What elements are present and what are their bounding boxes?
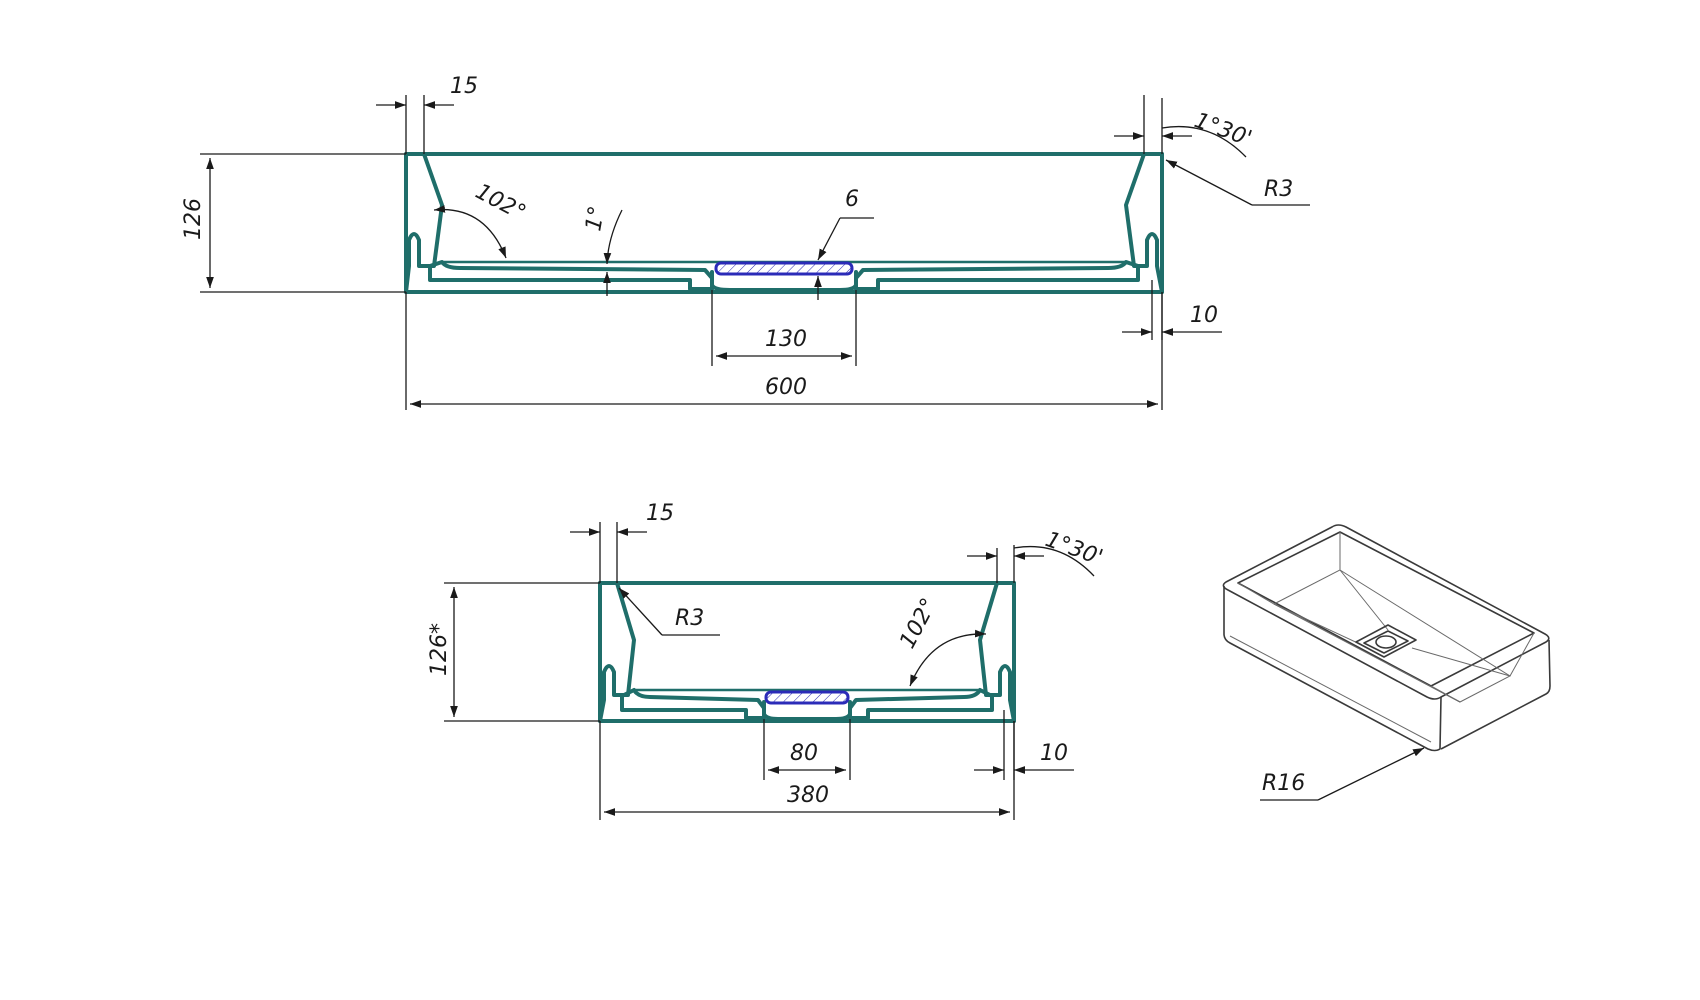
iso-slope-line-4 (1387, 663, 1461, 703)
front-dim-wall-thickness: 15 (376, 74, 478, 154)
front-right-wall-section (1124, 152, 1164, 294)
front-bottom-thickness-label: 6 (845, 187, 859, 212)
side-drain-width-label: 80 (790, 741, 818, 766)
front-draft-angle-label: 1°30' (1191, 108, 1255, 152)
side-corner-radius-label: R3 (675, 606, 704, 631)
iso-view: R16 (1222, 524, 1551, 801)
front-inner-angle-label: 102° (471, 179, 530, 226)
front-dim-corner-radius: R3 (1165, 159, 1310, 206)
iso-slope-line-1 (1273, 603, 1363, 646)
side-dim-total-width: 380 (599, 721, 1015, 820)
side-dim-draft-angle: 1°30' (967, 527, 1106, 583)
side-wall-thickness-label: 15 (646, 501, 674, 526)
side-dim-drain-width: 80 (763, 719, 851, 780)
front-foot-offset-label: 10 (1190, 303, 1218, 328)
iso-inner-back-wall (1237, 532, 1341, 605)
front-dim-height: 126 (181, 153, 406, 293)
side-inner-angle-label: 102° (895, 594, 942, 653)
side-draft-angle-label: 1°30' (1042, 527, 1106, 571)
side-dim-corner-radius: R3 (618, 587, 720, 636)
front-view-body (404, 152, 1164, 294)
side-drain-bowl (762, 700, 852, 721)
iso-dim-corner-radius: R16 (1260, 747, 1425, 801)
side-view: 15 1°30' R3 126* 102° (427, 501, 1106, 820)
front-wall-thickness-label: 15 (450, 74, 478, 99)
front-dim-foot-offset: 10 (1122, 280, 1222, 340)
front-dim-inner-angle: 102° (433, 179, 530, 259)
front-drain-plug (714, 261, 854, 276)
side-height-label: 126* (427, 623, 452, 676)
side-right-wall-section (978, 581, 1016, 723)
front-drain-bowl (710, 270, 858, 292)
iso-corner-radius-label: R16 (1262, 771, 1305, 796)
front-dim-bottom-thickness: 6 (814, 187, 874, 300)
iso-outer-top-rim (1222, 524, 1550, 700)
iso-inner-floor (1273, 569, 1512, 703)
iso-slope-line-2 (1339, 569, 1389, 631)
side-foot-offset-label: 10 (1040, 741, 1068, 766)
side-total-width-label: 380 (787, 783, 829, 808)
front-view: 15 1°30' R3 126 102° (181, 74, 1310, 410)
iso-right-face (1440, 639, 1551, 750)
side-drain-plug (764, 690, 850, 705)
iso-front-face (1223, 586, 1442, 752)
iso-slope-line-3 (1411, 647, 1511, 677)
front-corner-radius-label: R3 (1264, 177, 1293, 202)
iso-inner-right-edge (1509, 632, 1535, 677)
front-drain-width-label: 130 (765, 327, 807, 352)
front-bottom-slab-left (428, 260, 714, 291)
side-dim-wall-thickness: 15 (570, 501, 674, 583)
front-dim-bottom-slope: 1° (581, 204, 623, 296)
iso-drain (1355, 624, 1417, 658)
side-view-body (598, 581, 1016, 723)
side-bottom-slab-left (620, 688, 766, 720)
side-dim-height: 126* (427, 582, 600, 722)
front-bottom-slope-label: 1° (581, 204, 610, 233)
side-left-wall-section (598, 581, 636, 723)
side-bottom-slab-right (848, 688, 994, 720)
iso-front-edge (1229, 635, 1432, 743)
front-total-width-label: 600 (765, 375, 807, 400)
front-height-label: 126 (181, 198, 206, 240)
front-dim-drain-width: 130 (711, 290, 857, 366)
front-bottom-slab-right (854, 260, 1140, 291)
side-dim-inner-angle: 102° (895, 594, 987, 687)
front-dim-draft-angle: 1°30' (1114, 95, 1255, 158)
front-left-wall-section (404, 152, 444, 294)
